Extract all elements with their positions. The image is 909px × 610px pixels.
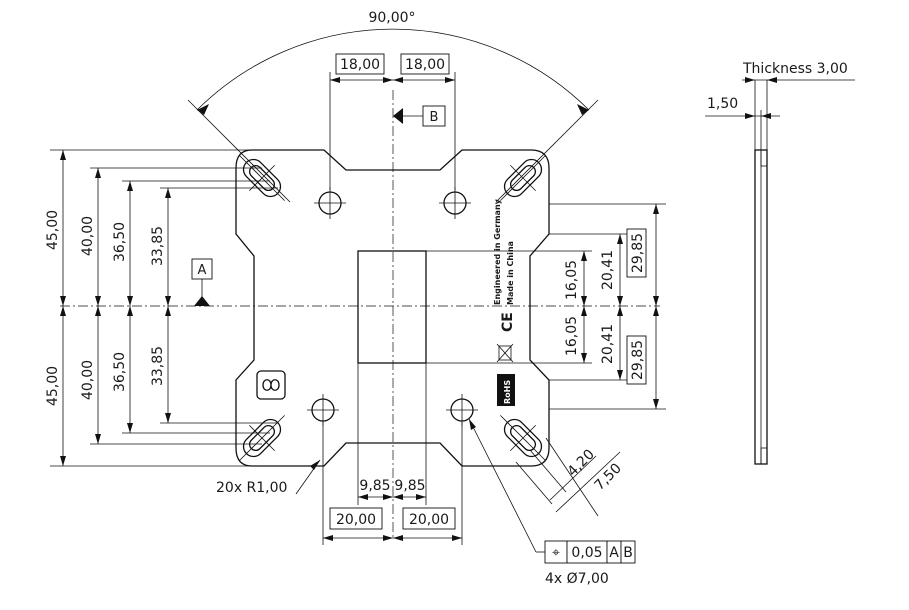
rohs-badge [497, 374, 515, 406]
svg-text:20x R1,00: 20x R1,00 [216, 480, 287, 496]
bottom-dimensions: 9,85 9,85 20,00 20,00 [322, 363, 463, 545]
dim-slot-length: 7,50 [591, 460, 624, 493]
dim-40-bottom: 40,00 [80, 360, 96, 400]
ce-mark: CE [500, 312, 516, 332]
right-dimensions: 16,05 20,41 29,85 16,05 20,41 29,85 [426, 203, 666, 410]
dim-2985-top: 29,85 [630, 233, 646, 273]
dim-3385-bottom: 33,85 [150, 346, 166, 386]
dim-40-top: 40,00 [80, 216, 96, 256]
rohs-label: RoHS [503, 380, 512, 404]
marking-line2: Made in China [506, 241, 515, 305]
datum-b: B [393, 105, 446, 127]
dim-top-right: 18,00 [405, 57, 445, 73]
plate-marking: Engineered in Germany Made in China CE R… [493, 198, 516, 406]
datum-a: A [191, 258, 213, 306]
dim-45-bottom: 45,00 [45, 366, 61, 406]
weee-bin-icon [496, 343, 514, 363]
mounting-holes [307, 187, 478, 426]
dim-1605-top: 16,05 [564, 260, 580, 300]
fcf-datum-a: A [609, 545, 619, 561]
dim-3385-top: 33,85 [150, 226, 166, 266]
dim-985-right: 9,85 [394, 478, 425, 494]
dim-3650-bottom: 36,50 [112, 352, 128, 392]
dim-20-left: 20,00 [336, 512, 376, 528]
plate-outline [235, 149, 550, 467]
logo-icon [256, 370, 286, 400]
fcf-datum-b: B [623, 545, 633, 561]
fcf-tolerance: 0,05 [571, 545, 602, 561]
dim-3650-top: 36,50 [112, 222, 128, 262]
dim-45-top: 45,00 [45, 210, 61, 250]
angle-label: 90,00° [368, 10, 415, 26]
dim-2041-bottom: 20,41 [600, 324, 616, 364]
radius-note: 20x R1,00 [216, 459, 321, 496]
thickness-label: Thickness 3,00 [742, 61, 848, 77]
dim-2041-top: 20,41 [600, 250, 616, 290]
hole-note: 4x Ø7,00 [545, 571, 609, 587]
position-symbol-icon: ⌖ [552, 545, 560, 561]
svg-text:B: B [430, 110, 439, 125]
dim-2985-bottom: 29,85 [630, 340, 646, 380]
dim-985-left: 9,85 [359, 478, 390, 494]
dim-20-right: 20,00 [409, 512, 449, 528]
step-label: 1,50 [707, 96, 738, 112]
dim-slot-width: 4,20 [564, 446, 597, 479]
marking-line1: Engineered in Germany [493, 198, 502, 305]
corner-slots [239, 155, 546, 461]
hole-callout: ⌖ 0,05 A B 4x Ø7,00 [468, 418, 636, 587]
top-dimensions: 18,00 18,00 [329, 53, 456, 190]
left-dimensions: 45,00 40,00 36,50 33,85 45,00 40,00 36,5… [45, 149, 278, 467]
side-view: Thickness 3,00 1,50 [705, 61, 855, 465]
angle-dimension: 90,00° [187, 10, 599, 203]
center-cutout [357, 250, 427, 364]
dim-1605-bottom: 16,05 [564, 316, 580, 356]
svg-text:A: A [198, 263, 207, 278]
dim-top-left: 18,00 [340, 57, 380, 73]
